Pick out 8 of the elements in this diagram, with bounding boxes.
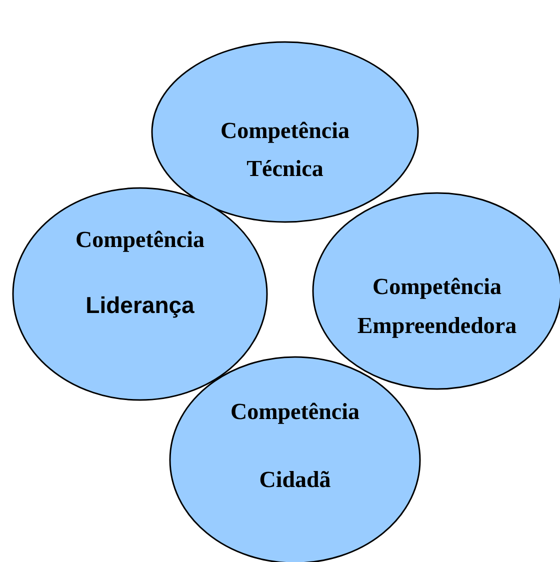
ellipse-label: Competência <box>219 117 351 145</box>
ellipse-label: Competência <box>229 398 361 426</box>
ellipse-label: Cidadã <box>258 466 332 494</box>
ellipse-label: Competência <box>74 226 206 254</box>
ellipse-label: Técnica <box>246 155 324 183</box>
ellipse-label: Liderança <box>84 291 196 319</box>
ellipse-label: Competência <box>371 273 503 301</box>
ellipse-label: Empreendedora <box>356 312 518 340</box>
